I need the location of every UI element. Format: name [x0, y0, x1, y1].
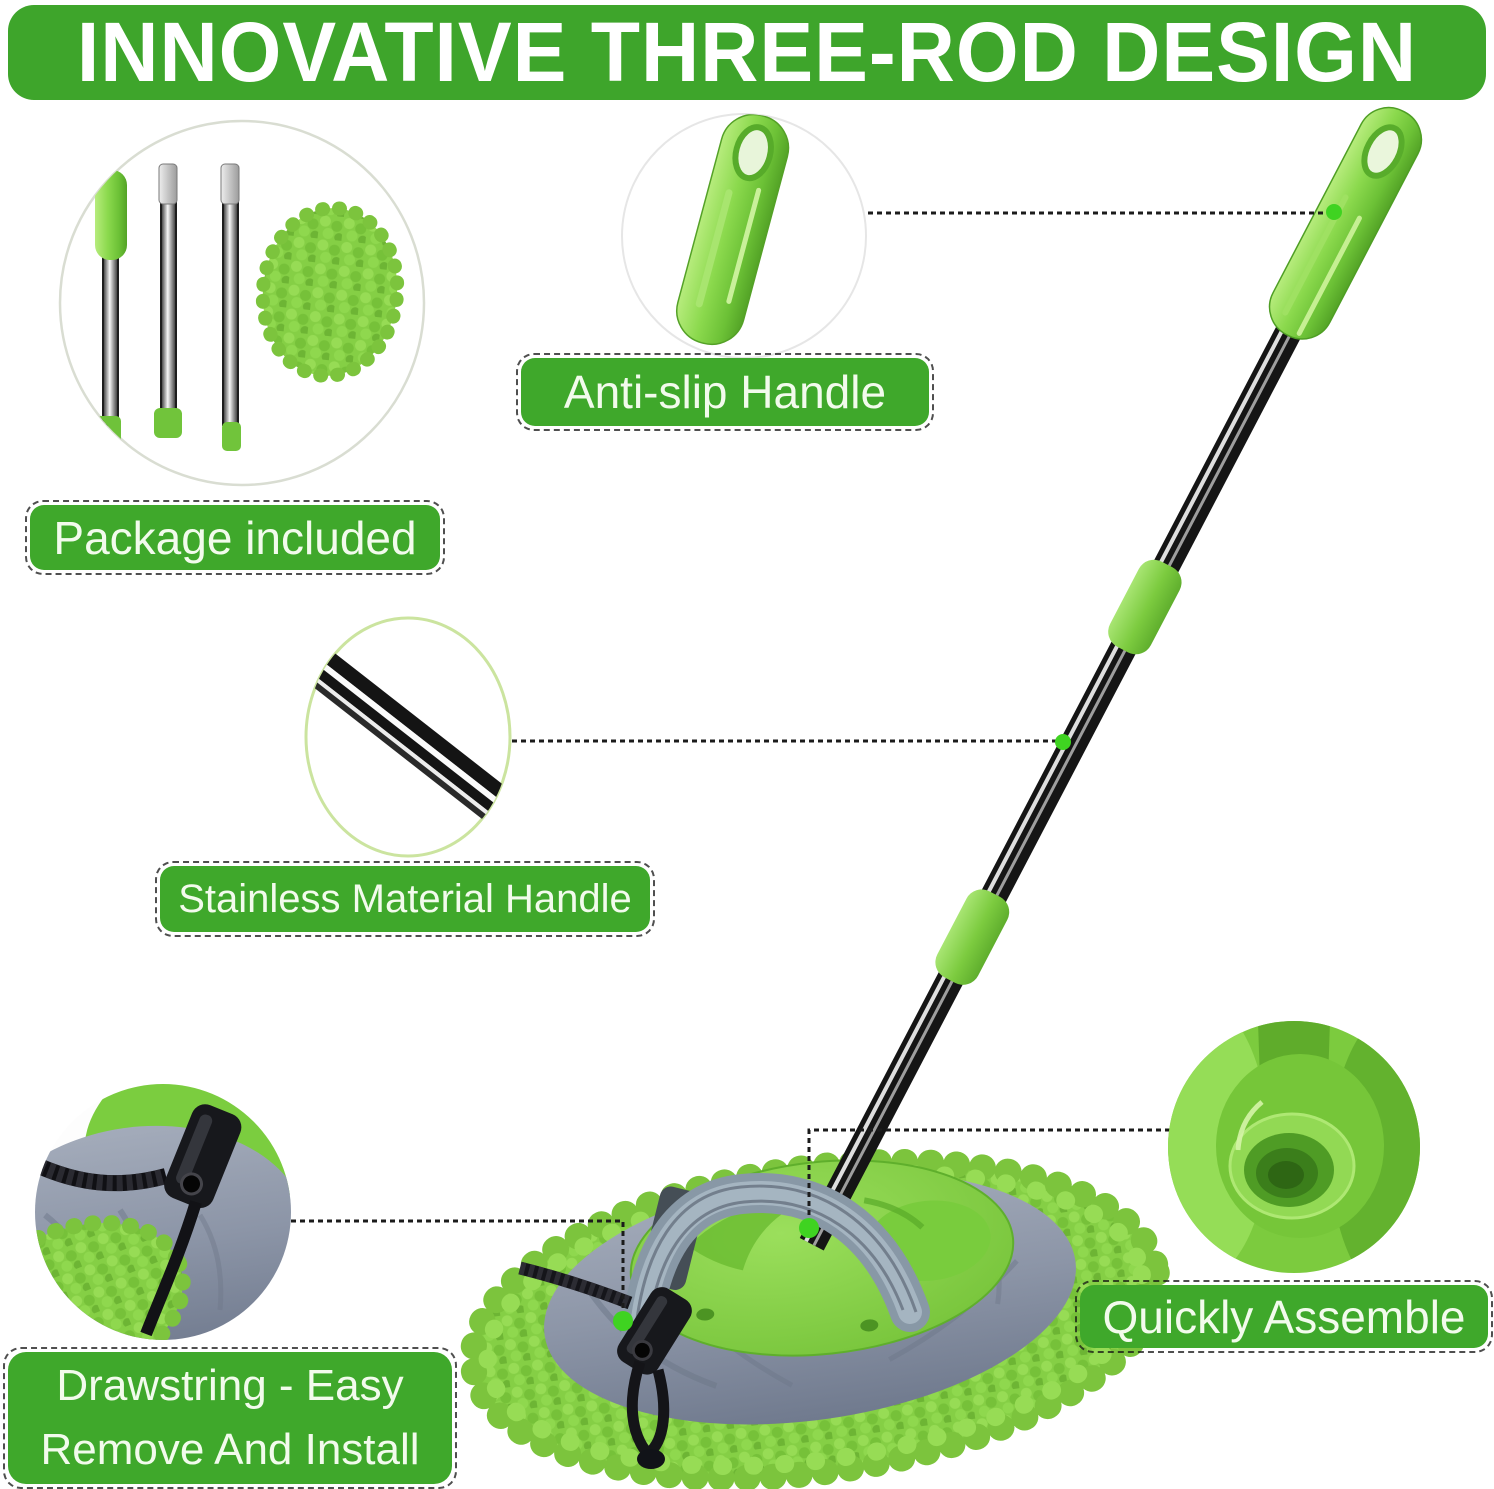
- label-package-included: Package included: [25, 500, 445, 575]
- antislip-handle-photo: [621, 113, 867, 359]
- callout-leader-lines: [291, 211, 1332, 1312]
- mop-head-illustration: [459, 1149, 1171, 1489]
- package-included-photo: [58, 119, 426, 487]
- pole-connector-lower: [935, 889, 1010, 985]
- telescopic-pole: [799, 106, 1423, 1251]
- leader-drawstring: [291, 1219, 625, 1312]
- title-banner: INNOVATIVE THREE-ROD DESIGN: [8, 5, 1486, 100]
- cord-lock-closeup: [164, 1104, 242, 1209]
- label-antislip-handle: Anti-slip Handle: [516, 353, 934, 431]
- drawstring-cord: [518, 1261, 692, 1469]
- mop-strap: [620, 1173, 930, 1368]
- rod-with-grip: [95, 170, 127, 443]
- label-stainless-handle: Stainless Material Handle: [155, 861, 655, 937]
- page-title: INNOVATIVE THREE-ROD DESIGN: [76, 5, 1418, 99]
- label-package-text: Package included: [53, 511, 417, 564]
- callout-anchor-dots: [613, 204, 1342, 1331]
- quick-assemble-photo: [1168, 1021, 1420, 1273]
- leader-assemble: [807, 1128, 1170, 1218]
- mop-pad: [255, 201, 405, 383]
- label-stainless-text: Stainless Material Handle: [178, 876, 632, 921]
- rod-right: [220, 163, 241, 451]
- label-drawstring-line1: Drawstring - Easy: [56, 1361, 404, 1410]
- grip-handle: [1268, 106, 1423, 340]
- cord-lock: [617, 1287, 692, 1375]
- label-quickly-assemble: Quickly Assemble: [1075, 1280, 1493, 1353]
- label-antislip-text: Anti-slip Handle: [563, 366, 887, 418]
- rod-middle: [154, 163, 182, 438]
- label-drawstring: Drawstring - Easy Remove And Install: [3, 1347, 457, 1489]
- label-drawstring-line2: Remove And Install: [40, 1425, 420, 1474]
- label-assemble-text: Quickly Assemble: [1102, 1290, 1466, 1343]
- pole-connector-upper: [1108, 559, 1182, 655]
- stainless-rod-photo: [304, 616, 512, 858]
